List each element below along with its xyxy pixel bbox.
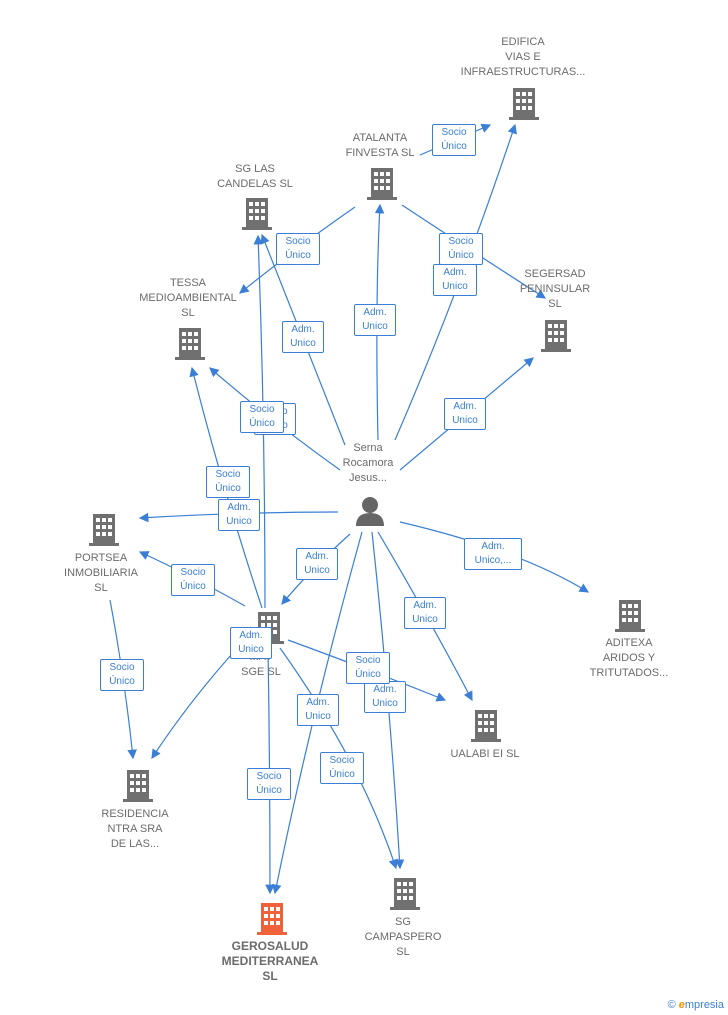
copyright-symbol: © [667,999,676,1011]
building-icon-edifica [509,88,539,120]
edge-label: Adm. Unico [296,548,338,580]
edge-center-residencia [151,644,241,760]
edge-label: Socio Único [432,124,476,156]
edge-label: Adm. Unico [230,627,272,659]
building-icon-tessa [175,328,205,360]
edge-label: Socio Único [100,659,144,691]
brand-initial: e [678,999,685,1011]
building-icon-campaspero [390,878,420,910]
node-label-sgcandelas[interactable]: SG LAS CANDELAS SL [217,163,293,190]
edge-label: Socio Único [240,401,284,433]
building-icon-residencia [123,770,153,802]
node-label-ualabi[interactable]: UALABI EI SL [450,748,520,760]
edge-label: Socio Único [206,466,250,498]
building-icon-portsea [89,514,119,546]
building-icon-sgcandelas [242,198,272,230]
edge-label: Socio Único [320,752,364,784]
edge-label: Socio Único [247,768,291,800]
edge-label: Adm. Unico [354,304,396,336]
building-icon-segersad [541,320,571,352]
person-icon [356,497,384,526]
node-label-aditexa[interactable]: ADITEXA ARIDOS Y TRITUTADOS... [589,637,669,679]
edge-label: Adm. Unico,... [464,538,522,570]
edge-label: Adm. Unico [433,264,477,296]
building-icon-atalanta [367,168,397,200]
node-label-person[interactable]: Serna Rocamora Jesus... [342,442,394,484]
node-label-gerosalud[interactable]: GEROSALUD MEDITERRANEA SL [221,939,319,983]
brand-text: mpresia [684,999,724,1011]
edge-label: Adm. Unico [404,597,446,629]
node-label-campaspero[interactable]: SG CAMPASPERO SL [364,916,442,958]
node-label-residencia[interactable]: RESIDENCIA NTRA SRA DE LAS... [101,808,169,850]
edge-label: Adm. Unico [282,321,324,353]
edge-label: Socio Único [276,233,320,265]
building-icon-gerosalud [257,903,287,935]
edge-label: Socio Único [439,233,483,265]
edge-label: Adm. Unico [444,398,486,430]
edge-label: Adm. Unico [218,499,260,531]
node-label-portsea[interactable]: PORTSEA INMOBILIARIA SL [64,552,138,594]
building-icon-aditexa [615,600,645,632]
node-label-segersad[interactable]: SEGERSAD PENINSULAR SL [519,268,591,310]
node-label-atalanta[interactable]: ATALANTA FINVESTA SL [345,132,415,159]
empresia-logo[interactable]: © empresia [668,999,724,1011]
node-label-edifica[interactable]: EDIFICA VIAS E INFRAESTRUCTURAS... [460,36,586,78]
edge-label: Adm. Unico [364,681,406,713]
node-label-tessa[interactable]: TESSA MEDIOAMBIENTAL SL [139,277,237,319]
edge-label: Adm. Unico [297,694,339,726]
edge-label: Socio Único [346,652,390,684]
building-icon-ualabi [471,710,501,742]
edge-label: Socio Único [171,564,215,596]
